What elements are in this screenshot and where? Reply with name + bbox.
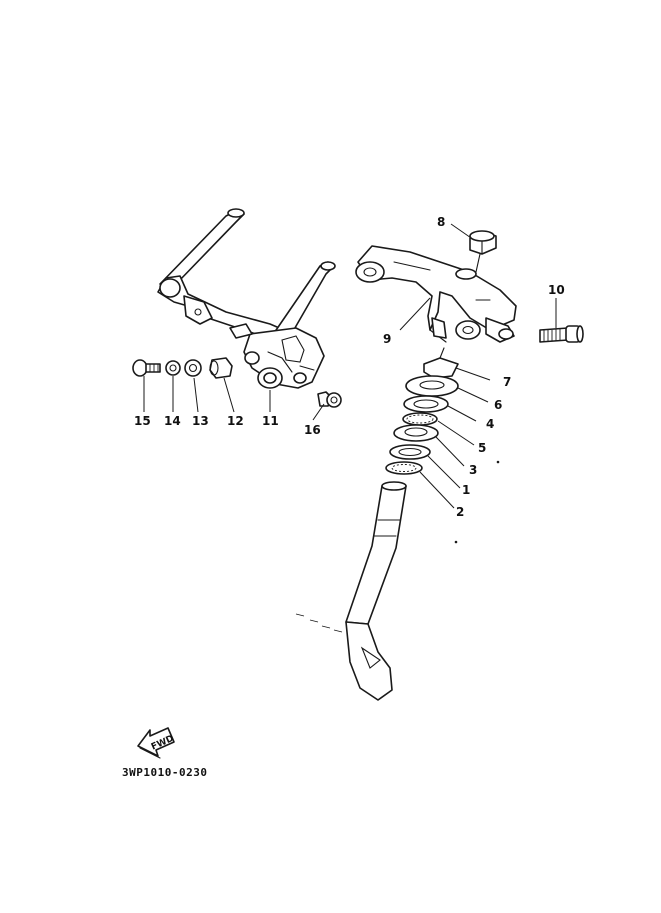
- stem-stack: [385, 347, 459, 475]
- callout-2: 2: [456, 505, 464, 519]
- callout-4: 4: [486, 417, 494, 431]
- callout-11: 11: [262, 414, 279, 428]
- spacer-12: [209, 357, 233, 379]
- fwd-arrow-icon: FWD: [137, 727, 175, 759]
- upper-bracket: [355, 245, 517, 343]
- bearing-2: [385, 461, 423, 475]
- callout-8: 8: [437, 215, 445, 229]
- rubber-washer-5: [402, 412, 438, 426]
- drawing-code: 3WP1010-0230: [122, 766, 207, 779]
- bolt-10: [539, 325, 584, 343]
- washer-14: [165, 360, 181, 376]
- bolt-15: [132, 359, 161, 377]
- callout-14: 14: [164, 414, 181, 428]
- callout-12: 12: [227, 414, 244, 428]
- callout-6: 6: [494, 398, 502, 412]
- callout-3: 3: [469, 463, 477, 477]
- lock-washer-7: [423, 347, 459, 379]
- steering-stem: [295, 481, 407, 701]
- handlebar-stay: [157, 208, 336, 389]
- callout-9: 9: [383, 332, 391, 346]
- bolt-16: [317, 391, 342, 408]
- callout-5: 5: [478, 441, 486, 455]
- callout-1: 1: [462, 483, 470, 497]
- callout-16: 16: [304, 423, 321, 437]
- callout-13: 13: [192, 414, 209, 428]
- speck: [454, 540, 458, 544]
- ring-nut-3: [393, 424, 439, 442]
- ring-nut-6: [405, 375, 459, 397]
- washer-13: [184, 359, 202, 377]
- callout-7: 7: [503, 375, 511, 389]
- callouts: 8 9 10 7 6 4 5 3 1 2 11 12 13 14 15 16: [134, 215, 565, 519]
- bearing-1: [389, 444, 431, 460]
- speck: [496, 460, 500, 464]
- bushing-11: [257, 367, 283, 389]
- leader-lines: [143, 223, 557, 509]
- callout-15: 15: [134, 414, 151, 428]
- bolt-8: [469, 230, 497, 273]
- washer-4: [403, 395, 449, 413]
- callout-10: 10: [548, 283, 565, 297]
